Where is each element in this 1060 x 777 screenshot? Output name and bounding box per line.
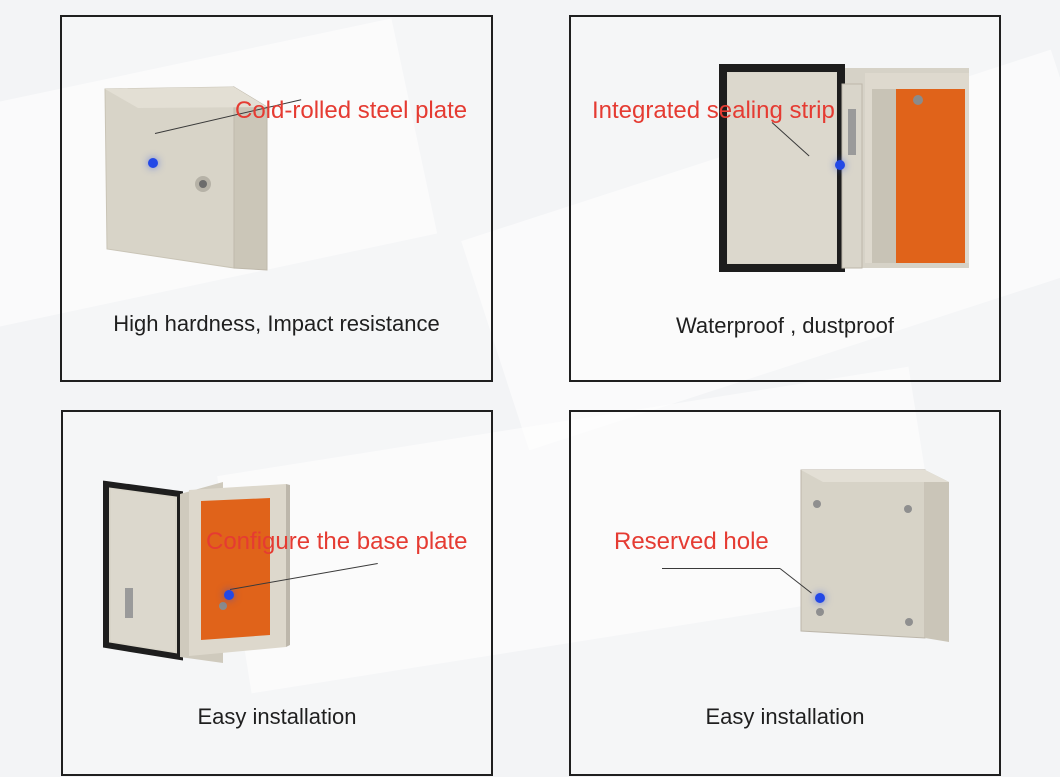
door-seal-closeup-image (719, 64, 969, 272)
closed-cabinet-image (104, 86, 268, 271)
feature-caption-sealing-strip: Waterproof , dustproof (675, 313, 895, 338)
marker-dot-base-plate (224, 590, 234, 600)
feature-label-base-plate: Configure the base plate (206, 528, 468, 555)
rear-cabinet-image (800, 469, 949, 642)
marker-dot-steel-plate (148, 158, 158, 168)
feature-label-reserved-hole: Reserved hole (614, 528, 769, 555)
feature-panel-steel-plate: Cold-rolled steel plate High hardness, I… (60, 15, 493, 382)
feature-caption-steel-plate: High hardness, Impact resistance (113, 311, 440, 336)
feature-panel-base-plate: Configure the base plate Easy installati… (61, 410, 493, 776)
marker-dot-reserved-hole (815, 593, 825, 603)
feature-caption-base-plate: Easy installation (197, 704, 357, 729)
feature-panel-reserved-hole: Reserved hole Easy installation (569, 410, 1001, 776)
leader-line-reserved-hole (662, 568, 780, 569)
feature-label-sealing-strip: Integrated sealing strip (592, 97, 835, 124)
open-cabinet-image (103, 480, 290, 663)
feature-label-steel-plate: Cold-rolled steel plate (235, 97, 468, 124)
feature-panel-sealing-strip: Integrated sealing strip Waterproof , du… (569, 15, 1001, 382)
feature-caption-reserved-hole: Easy installation (705, 704, 865, 729)
marker-dot-sealing-strip (835, 160, 845, 170)
